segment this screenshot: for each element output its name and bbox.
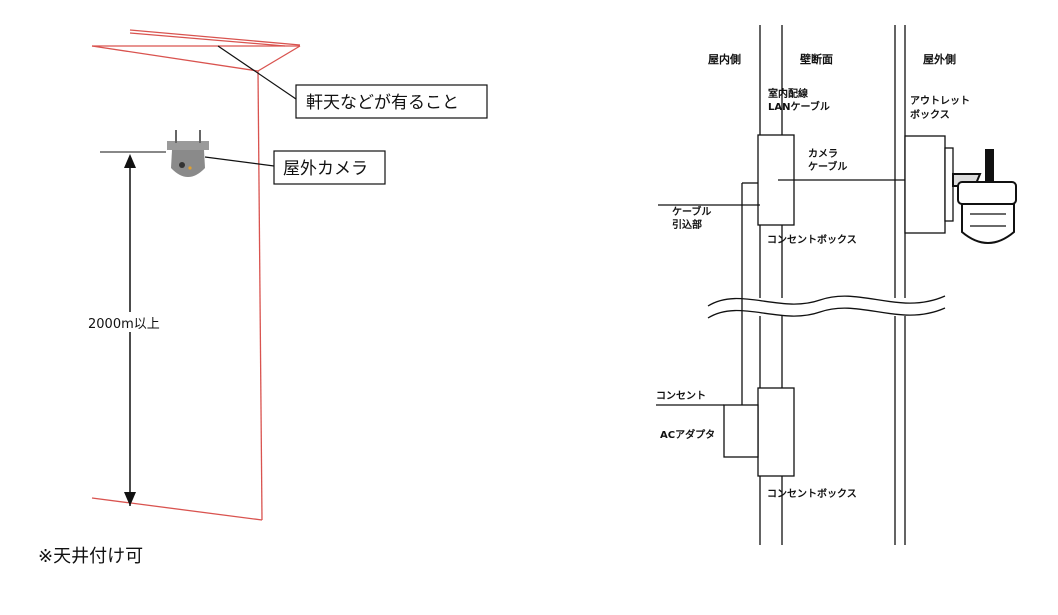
- outdoor-camera-icon: [167, 130, 209, 177]
- outlet-box-label-1: アウトレット: [910, 95, 970, 107]
- outlet-box-label-2: ボックス: [910, 108, 950, 121]
- ac-adapter-label: ACアダプタ: [660, 428, 715, 441]
- col-outdoor-label: 屋外側: [923, 52, 956, 66]
- eaves-label: 軒天などが有ること: [306, 93, 459, 113]
- ac-adapter-box: [723, 404, 759, 458]
- wall-mount-camera-icon: [952, 149, 1017, 244]
- lan-label-1: 室内配線: [768, 87, 808, 100]
- eaves-leader: [217, 45, 297, 100]
- right-labels: 屋内側 壁断面 屋外側 室内配線 LANケーブル アウトレット ボックス カメラ…: [656, 52, 970, 500]
- cable-entry-label-2: 引込部: [672, 218, 702, 231]
- camera-leader: [204, 156, 275, 167]
- ceiling-mount-note: ※天井付け可: [38, 546, 144, 567]
- height-arrow: [124, 154, 136, 506]
- camera-cable-label-2: ケーブル: [808, 160, 847, 173]
- camera-label-box: [273, 150, 386, 185]
- right-diagram: [656, 25, 954, 545]
- camera-label: 屋外カメラ: [283, 159, 368, 179]
- eaves-label-box: [295, 84, 488, 119]
- col-indoor-label: 屋内側: [708, 52, 741, 66]
- wall-outline: [91, 70, 263, 521]
- col-wall-label: 壁断面: [800, 52, 833, 66]
- socket-label: コンセント: [656, 390, 706, 402]
- eaves-outline: [91, 29, 301, 72]
- height-label: 2000m以上: [88, 317, 160, 332]
- break-mark: [707, 295, 946, 319]
- upper-box-label: コンセントボックス: [767, 233, 857, 246]
- cable-entry-label-1: ケーブル: [672, 205, 711, 218]
- lan-label-2: LANケーブル: [768, 100, 830, 113]
- lower-box-label: コンセントボックス: [767, 487, 857, 500]
- camera-cable-label-1: カメラ: [808, 148, 838, 160]
- outdoor-outlet-box: [904, 135, 946, 234]
- left-diagram: 軒天などが有ること 屋外カメラ 2000m以上: [88, 29, 488, 521]
- lower-outlet-box: [757, 387, 795, 477]
